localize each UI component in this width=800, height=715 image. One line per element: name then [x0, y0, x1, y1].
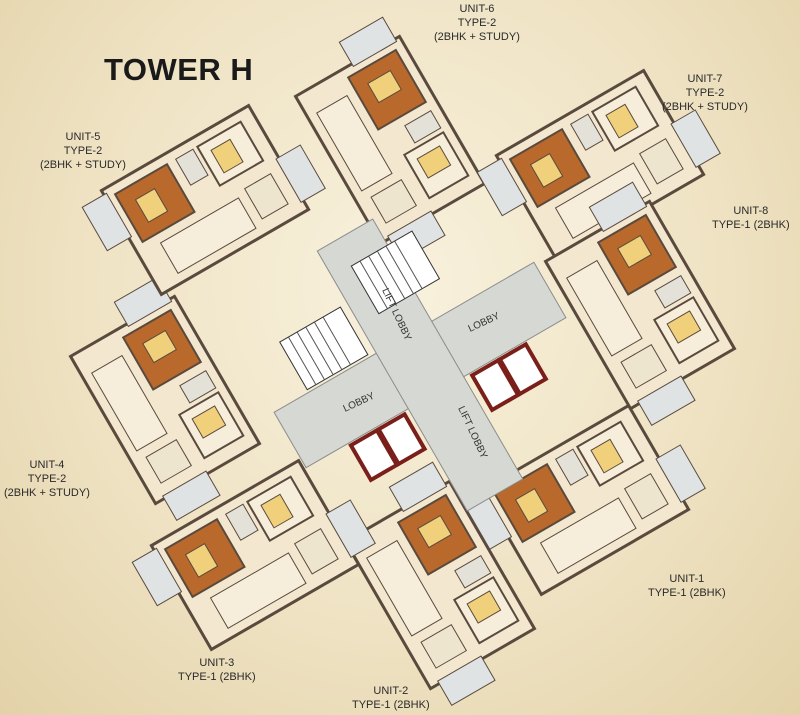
balcony	[275, 144, 326, 203]
unit-plan-6	[293, 16, 487, 261]
living-dining	[539, 497, 637, 574]
unit-type: TYPE-2	[27, 473, 67, 485]
bathroom	[179, 369, 217, 404]
bathroom	[404, 109, 442, 144]
kitchen	[620, 343, 668, 389]
tower-title: TOWER H	[104, 52, 254, 87]
bed	[142, 329, 177, 364]
unit-plan-8	[543, 181, 737, 426]
balcony	[162, 470, 221, 521]
unit-name: UNIT-3	[199, 657, 235, 669]
bed	[514, 488, 549, 523]
unit-name: UNIT-1	[669, 573, 705, 585]
kitchen	[293, 527, 339, 575]
bed	[260, 493, 294, 529]
bathroom	[569, 113, 604, 151]
unit-type: TYPE-1 (2BHK)	[648, 587, 726, 599]
bed	[416, 145, 452, 179]
bed	[210, 138, 244, 174]
unit-config: (2BHK + STUDY)	[434, 31, 520, 43]
unit-plan-2	[343, 461, 537, 706]
bathroom	[554, 448, 589, 486]
living-dining	[91, 354, 168, 452]
balcony	[476, 157, 528, 217]
lift-shafts-bottom	[348, 411, 428, 483]
balcony	[670, 109, 721, 168]
bathroom	[224, 503, 259, 541]
balcony	[588, 181, 648, 233]
unit-name: UNIT-4	[29, 459, 65, 471]
unit-config: (2BHK + STUDY)	[40, 159, 126, 171]
balcony	[637, 375, 696, 426]
bathroom	[454, 554, 492, 589]
bed	[466, 590, 502, 624]
unit-name: UNIT-8	[733, 205, 769, 217]
living-dining	[366, 539, 443, 637]
bathroom	[654, 274, 692, 309]
balcony	[655, 444, 706, 503]
unit-name: UNIT-7	[687, 73, 723, 85]
living-dining	[316, 94, 393, 192]
living-dining	[209, 552, 307, 629]
bed	[184, 543, 219, 578]
unit-name: UNIT-6	[459, 3, 495, 15]
bed	[367, 69, 402, 104]
living-dining	[566, 259, 643, 357]
balcony	[437, 655, 496, 706]
unit-plan-3	[131, 458, 376, 652]
unit-type: TYPE-2	[63, 145, 103, 157]
kitchen	[145, 438, 193, 484]
bed	[191, 405, 227, 439]
kitchen	[370, 178, 418, 224]
unit-type: TYPE-2	[457, 17, 497, 29]
unit-type: TYPE-1 (2BHK)	[178, 671, 256, 683]
unit-type: TYPE-1 (2BHK)	[352, 699, 430, 711]
balcony	[81, 192, 133, 252]
kitchen	[420, 623, 468, 669]
unit-type: TYPE-1 (2BHK)	[712, 219, 790, 231]
staircase-left	[279, 306, 369, 391]
unit-name: UNIT-5	[65, 131, 101, 143]
living-dining	[159, 197, 257, 274]
kitchen	[638, 137, 684, 185]
bed	[134, 188, 169, 223]
lift-shafts-right	[469, 341, 549, 413]
unit-config: (2BHK + STUDY)	[4, 487, 90, 499]
unit-config: (2BHK + STUDY)	[662, 101, 748, 113]
balcony	[131, 547, 183, 607]
unit-plan-7	[476, 68, 721, 262]
balcony	[325, 499, 376, 558]
bed	[666, 310, 702, 344]
bed	[617, 234, 652, 269]
unit-plan-1	[461, 403, 706, 597]
unit-name: UNIT-2	[373, 685, 409, 697]
unit-plan-4	[68, 276, 262, 521]
central-core	[273, 218, 567, 512]
staircase-top	[350, 230, 441, 315]
balcony	[388, 461, 448, 513]
kitchen	[623, 472, 669, 520]
bed	[529, 153, 564, 188]
balcony	[338, 16, 398, 68]
bed	[605, 103, 639, 139]
unit-type: TYPE-2	[685, 87, 725, 99]
kitchen	[243, 172, 289, 220]
unit-plan-5	[81, 103, 326, 297]
bed	[417, 514, 452, 549]
bed	[590, 438, 624, 474]
bathroom	[174, 148, 209, 186]
